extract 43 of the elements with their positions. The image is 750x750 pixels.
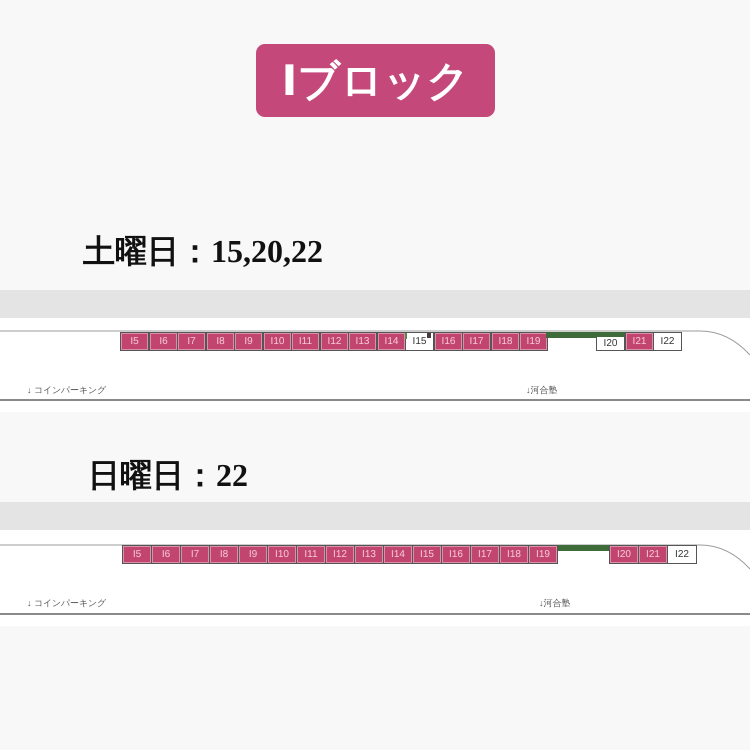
street-label: ↓ コインパーキング xyxy=(27,384,106,397)
stall-box: I20 xyxy=(596,332,625,351)
stall-box: I10 xyxy=(263,332,292,351)
stall-box: I20 xyxy=(609,545,639,564)
stall-box: I15 xyxy=(412,545,442,564)
stall-box: I6 xyxy=(149,332,178,351)
stall-box: I5 xyxy=(122,545,152,564)
stall-box: I21 xyxy=(625,332,654,351)
stall-box: I19 xyxy=(528,545,558,564)
stall-box: I7 xyxy=(177,332,206,351)
stall-box: I18 xyxy=(491,332,520,351)
stall-box: I9 xyxy=(238,545,268,564)
stall-box: I19 xyxy=(519,332,548,351)
stall-box: I21 xyxy=(638,545,668,564)
stall-box: I9 xyxy=(234,332,263,351)
stall-box: I18 xyxy=(499,545,529,564)
stall-box: I10 xyxy=(267,545,297,564)
stall-box: I12 xyxy=(320,332,349,351)
stall-box: I22 xyxy=(653,332,682,351)
stall-box: I16 xyxy=(434,332,463,351)
day-heading: 日曜日：22 xyxy=(88,456,248,495)
stall-box: I17 xyxy=(462,332,491,351)
stall-box: I17 xyxy=(470,545,500,564)
street-label: ↓ コインパーキング xyxy=(27,597,106,610)
street-label: ↓河合塾 xyxy=(526,384,558,397)
stall-box: I8 xyxy=(209,545,239,564)
stall-box: I8 xyxy=(206,332,235,351)
stall-box: I12 xyxy=(325,545,355,564)
stall-box: I13 xyxy=(348,332,377,351)
stall-box: I14 xyxy=(383,545,413,564)
title-badge: Iブロック xyxy=(256,44,495,117)
stall-box: I13 xyxy=(354,545,384,564)
stall-box: I6 xyxy=(151,545,181,564)
stall-box: I15 xyxy=(405,332,434,351)
stall-box: I5 xyxy=(120,332,149,351)
stall-box: I22 xyxy=(667,545,697,564)
stall-box: I7 xyxy=(180,545,210,564)
stall-box: I11 xyxy=(296,545,326,564)
day-heading: 土曜日：15,20,22 xyxy=(83,232,323,271)
stall-box: I11 xyxy=(291,332,320,351)
stall-box: I16 xyxy=(441,545,471,564)
street-label: ↓河合塾 xyxy=(539,597,570,610)
stall-box: I14 xyxy=(377,332,406,351)
